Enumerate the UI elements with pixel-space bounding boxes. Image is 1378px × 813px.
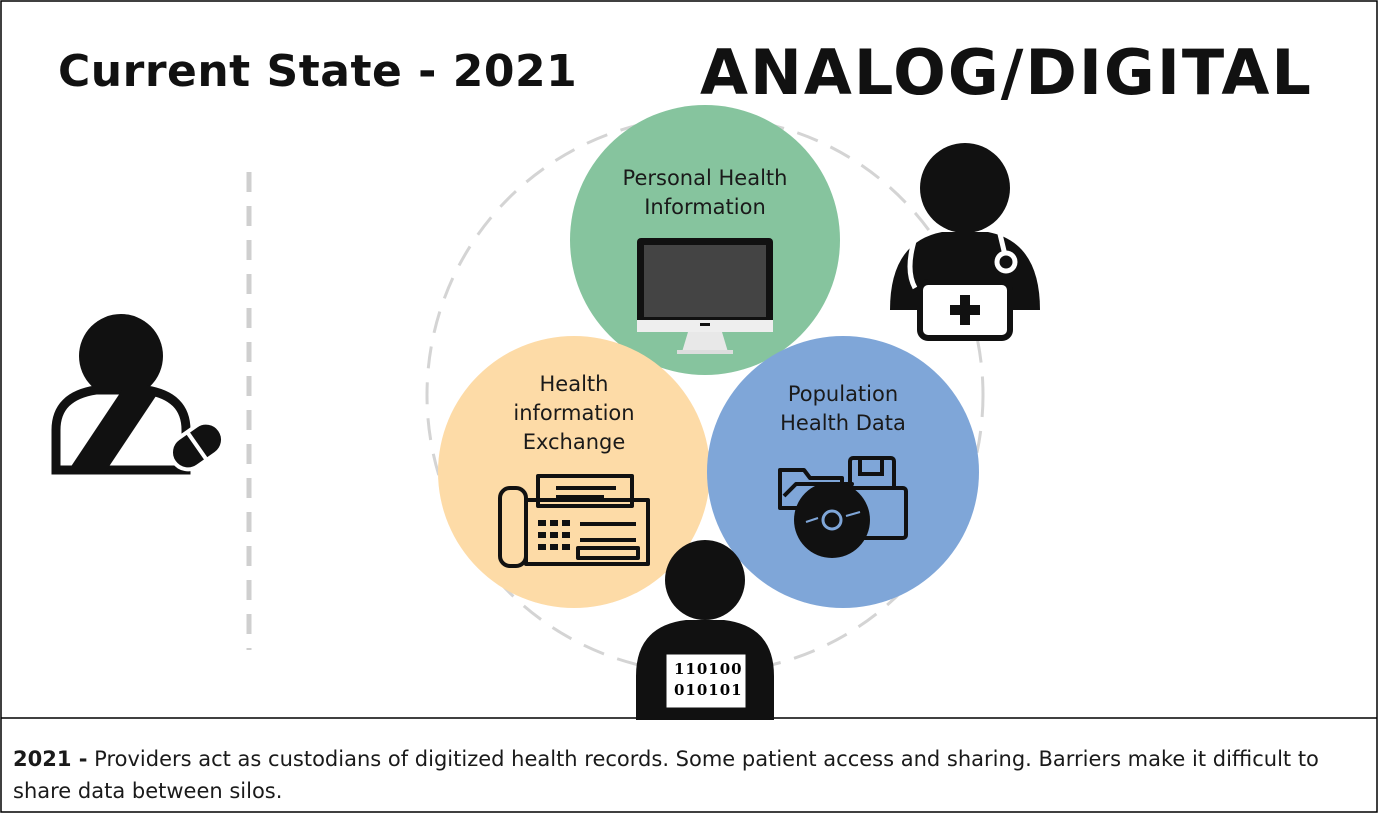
caption-year: 2021 - [13,747,88,771]
doctor-icon [890,143,1040,341]
data-analyst-icon [636,540,774,720]
label-line: Personal Health [622,166,788,190]
monitor-icon [637,238,773,354]
binary-line-2: 010101 [674,681,743,699]
label-personal-health: Personal Health Information [585,164,825,222]
binary-line-1: 110100 [674,660,743,678]
label-line: Information [644,195,766,219]
caption-text: 2021 - Providers act as custodians of di… [13,743,1363,807]
label-line: Health [539,372,609,396]
label-health-exchange: Health information Exchange [474,370,674,457]
circle-health-exchange [438,336,710,608]
label-line: Health Data [780,411,906,435]
label-line: Exchange [522,430,626,454]
fax-keypad [538,520,570,550]
label-line: Population [787,382,899,406]
title-current-state: Current State - 2021 [58,46,578,97]
label-population-health: Population Health Data [733,380,953,438]
caption-body: Providers act as custodians of digitized… [13,747,1319,803]
injured-patient-icon [51,314,226,475]
storage-media-icon [778,456,908,558]
fax-machine-icon [498,474,650,568]
label-line: information [513,401,635,425]
title-analog-digital: ANALOG/DIGITAL [700,36,1313,109]
circle-population-health [707,336,979,608]
